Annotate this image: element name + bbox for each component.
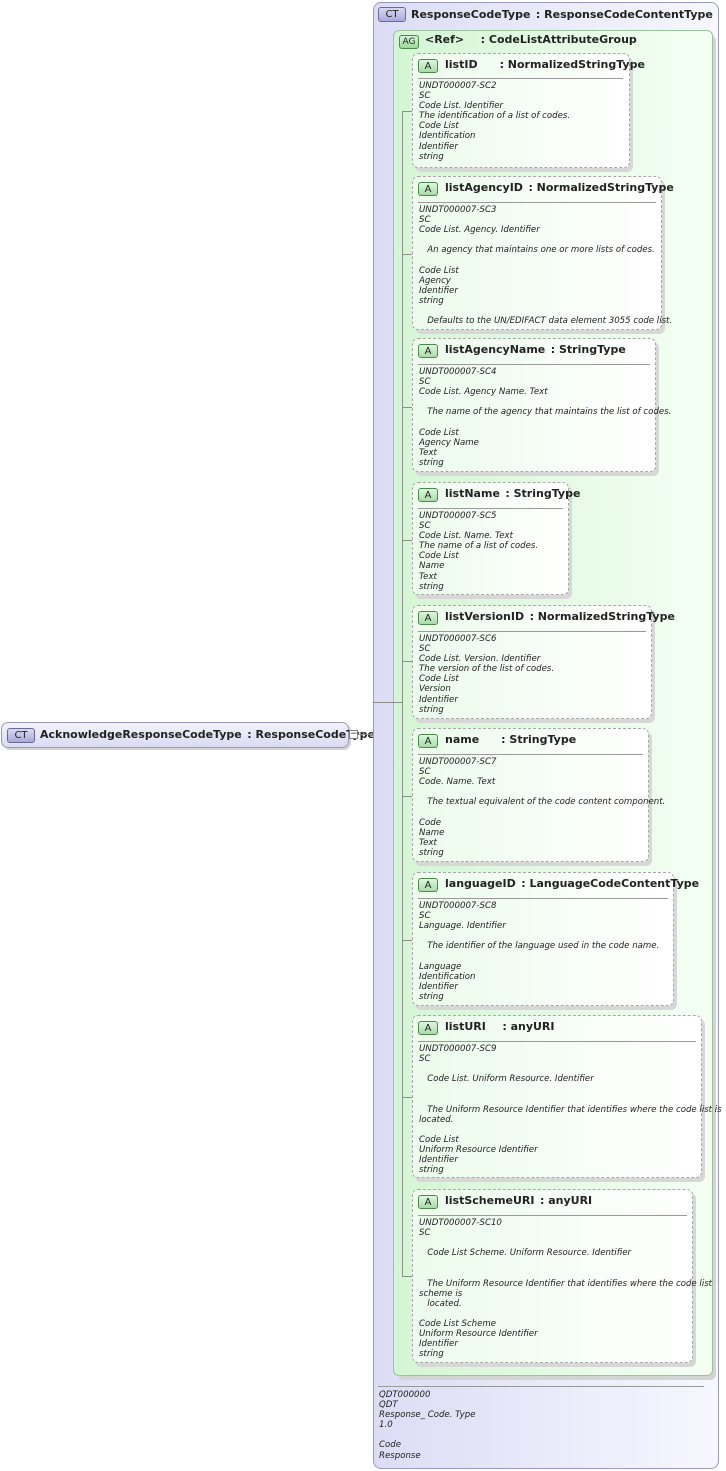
complex-type-icon: CT xyxy=(378,7,406,22)
attribute-title: listName : StringType xyxy=(445,487,581,500)
attribute-title: listID : NormalizedStringType xyxy=(445,58,645,71)
attribute-listAgencyName[interactable]: A listAgencyName : StringType UNDT000007… xyxy=(412,338,671,472)
connector-line xyxy=(402,540,413,541)
divider xyxy=(418,508,563,509)
attribute-group-title: <Ref> : CodeListAttributeGroup xyxy=(425,33,637,46)
divider xyxy=(418,78,623,79)
attribute-title: listAgencyID : NormalizedStringType xyxy=(445,181,674,194)
attribute-listID[interactable]: A listID : NormalizedStringType UNDT0000… xyxy=(412,53,645,168)
attribute-icon: A xyxy=(418,344,438,358)
connector-line xyxy=(402,661,413,662)
attribute-icon: A xyxy=(418,488,438,502)
attribute-listSchemeURI[interactable]: A listSchemeURI : anyURI UNDT000007-SC10… xyxy=(412,1189,712,1363)
attribute-title: listSchemeURI : anyURI xyxy=(445,1194,593,1207)
attribute-group-icon: AG xyxy=(399,35,419,49)
attribute-icon: A xyxy=(418,878,438,892)
collapse-toggle[interactable]: − xyxy=(349,729,358,739)
parent-title: ResponseCodeType : ResponseCodeContentTy… xyxy=(411,8,713,21)
divider xyxy=(418,1215,687,1216)
divider xyxy=(378,1386,704,1387)
attribute-title: listAgencyName : StringType xyxy=(445,343,626,356)
attribute-icon: A xyxy=(418,59,438,73)
attribute-icon: A xyxy=(418,611,438,625)
attribute-icon: A xyxy=(418,1021,438,1035)
connector-line xyxy=(373,702,403,703)
attribute-icon: A xyxy=(418,1195,438,1209)
connector-line xyxy=(402,940,413,941)
attribute-listAgencyID[interactable]: A listAgencyID : NormalizedStringType UN… xyxy=(412,176,674,330)
divider xyxy=(418,202,656,203)
connector-line xyxy=(402,407,413,408)
attribute-title: languageID : LanguageCodeContentType xyxy=(445,877,700,890)
attribute-title: listVersionID : NormalizedStringType xyxy=(445,610,675,623)
divider xyxy=(418,754,643,755)
attribute-icon: A xyxy=(418,734,438,748)
root-title: AcknowledgeResponseCodeType : ResponseCo… xyxy=(40,728,375,741)
attribute-listVersionID[interactable]: A listVersionID : NormalizedStringType U… xyxy=(412,605,675,719)
connector-line xyxy=(358,734,373,735)
connector-line xyxy=(402,111,403,1277)
attribute-title: listURI : anyURI xyxy=(445,1020,555,1033)
attribute-icon: A xyxy=(418,182,438,196)
attribute-languageID[interactable]: A languageID : LanguageCodeContentType U… xyxy=(412,872,699,1006)
root-node[interactable]: CT AcknowledgeResponseCodeType : Respons… xyxy=(1,722,375,748)
complex-type-icon: CT xyxy=(7,728,35,743)
connector-line xyxy=(402,254,413,255)
divider xyxy=(418,1041,696,1042)
connector-line xyxy=(402,796,413,797)
attribute-title: name : StringType xyxy=(445,733,577,746)
divider xyxy=(418,631,646,632)
connector-line xyxy=(402,1097,413,1098)
connector-line xyxy=(402,1276,413,1277)
connector-line xyxy=(402,111,413,112)
divider xyxy=(418,364,650,365)
divider xyxy=(418,898,668,899)
